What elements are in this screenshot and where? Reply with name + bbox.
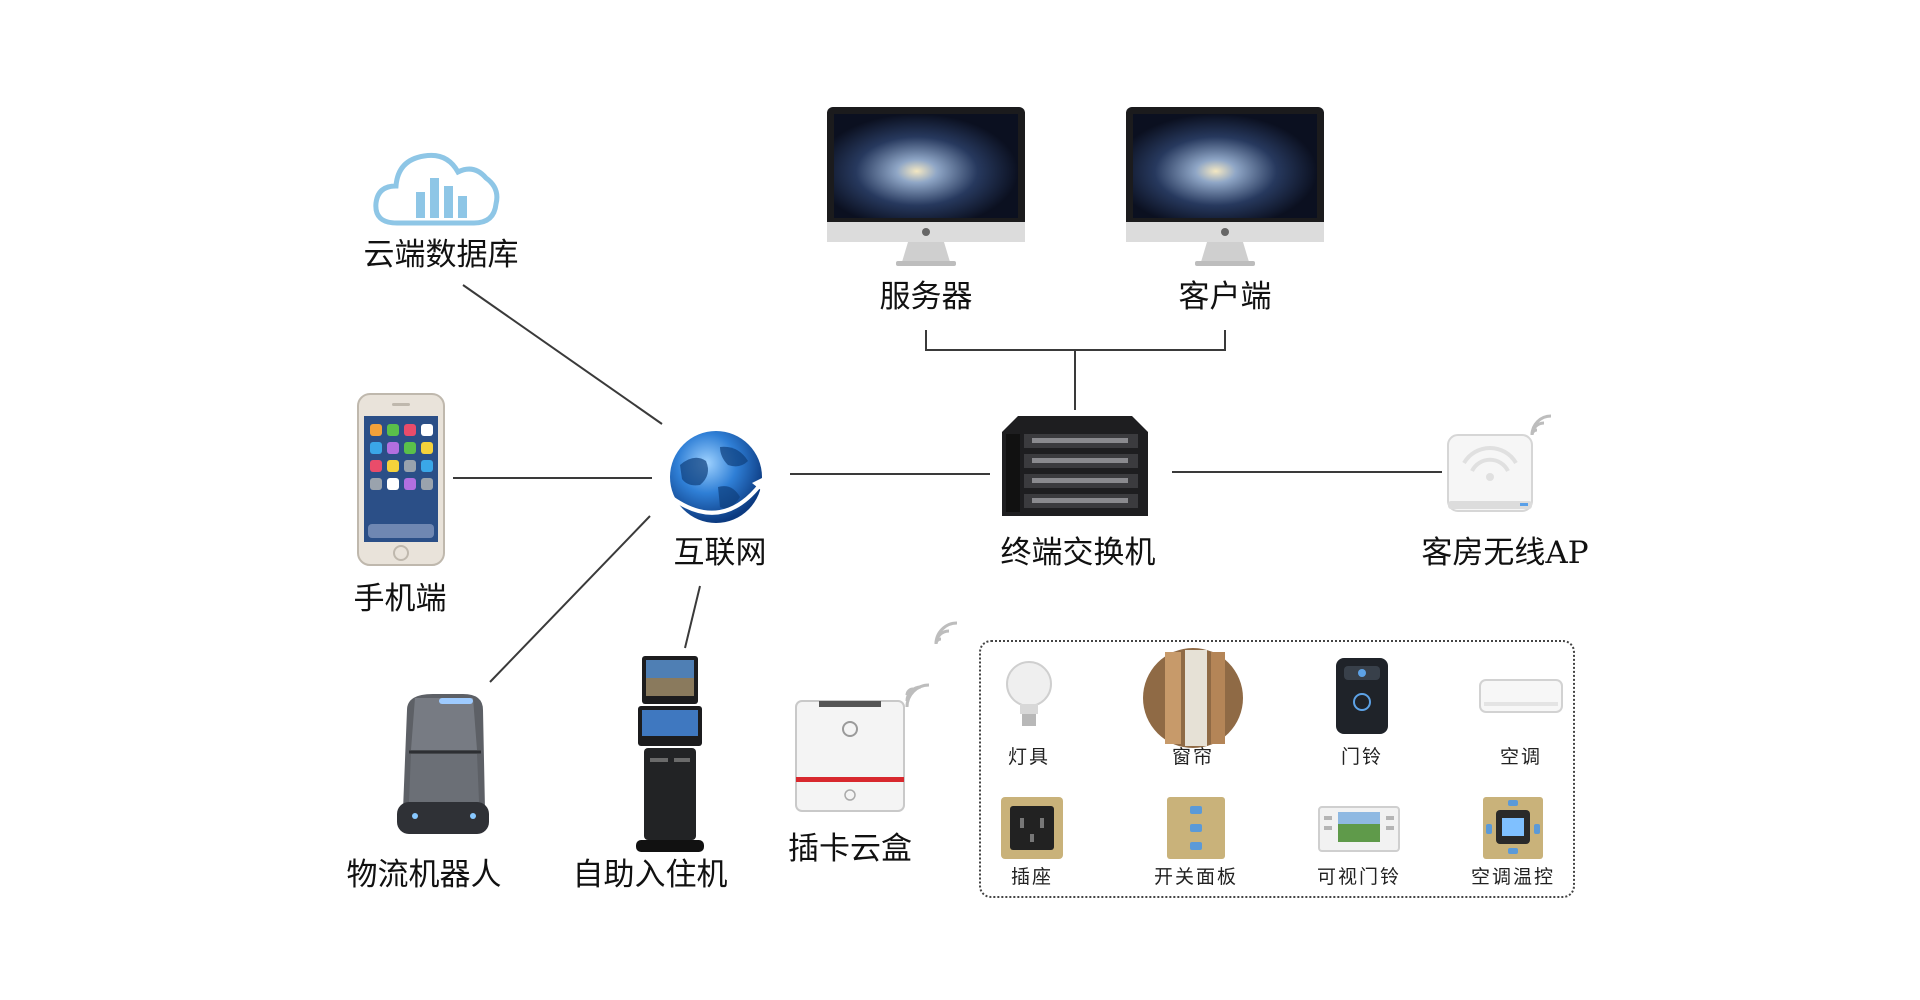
curtain-label: 窗帘	[1171, 746, 1215, 768]
video-doorbell-label: 可视门铃	[1316, 866, 1402, 888]
client-label: 客户端	[1178, 279, 1272, 315]
curtain-icon	[1141, 646, 1245, 754]
device-wifi-icon	[932, 612, 966, 650]
card-box-label: 插卡云盒	[788, 831, 912, 867]
robot-icon	[393, 690, 493, 844]
ac-label: 空调	[1499, 746, 1543, 768]
switch-panel-icon	[1166, 796, 1226, 864]
phone-icon	[356, 392, 446, 571]
room-devices-group	[979, 640, 1575, 898]
lamp-label: 灯具	[1007, 746, 1051, 768]
kiosk-icon	[630, 654, 710, 858]
kiosk-label: 自助入住机	[572, 857, 728, 893]
thermostat-icon	[1482, 796, 1544, 864]
cloud-db-icon	[372, 148, 502, 232]
client-monitor-icon	[1125, 106, 1325, 272]
wireless-ap-label: 客房无线AP	[1421, 535, 1589, 571]
switch-label: 终端交换机	[1000, 535, 1156, 571]
video-doorbell-icon	[1318, 806, 1400, 856]
cloud-db-label: 云端数据库	[363, 237, 519, 273]
globe-icon	[660, 425, 772, 534]
line-server-client-bracket	[925, 330, 1226, 351]
doorbell-icon	[1334, 656, 1390, 740]
thermostat-label: 空调温控	[1470, 866, 1556, 888]
switch-icon	[998, 414, 1152, 522]
internet-label: 互联网	[673, 535, 767, 571]
socket-icon	[1000, 796, 1064, 864]
switch-panel-label: 开关面板	[1153, 866, 1239, 888]
line-kiosk-internet	[684, 585, 701, 649]
robot-label: 物流机器人	[346, 857, 502, 893]
lamp-icon	[1002, 660, 1056, 734]
line-cloud-internet	[462, 284, 663, 425]
wireless-ap-icon	[1442, 405, 1552, 519]
line-robot-internet	[489, 515, 651, 683]
phone-label: 手机端	[353, 581, 447, 617]
server-label: 服务器	[879, 279, 973, 315]
wifi-signal-icon	[795, 665, 935, 819]
doorbell-label: 门铃	[1340, 746, 1384, 768]
server-monitor-icon	[826, 106, 1026, 272]
ac-icon	[1478, 678, 1564, 720]
socket-label: 插座	[1010, 866, 1054, 888]
